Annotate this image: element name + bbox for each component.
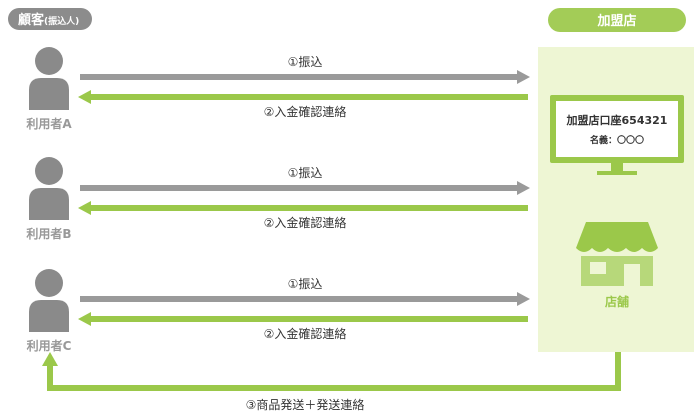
- user-c-label: 利用者C: [27, 338, 72, 353]
- customer-header: 顧客(振込人): [8, 8, 92, 30]
- monitor-screen: [556, 101, 678, 157]
- monitor-neck: [611, 163, 623, 171]
- svg-text:顧客(振込人): 顧客(振込人): [18, 12, 79, 28]
- ship-label: ③商品発送＋発送連絡: [246, 397, 365, 412]
- customer-title: 顧客: [18, 12, 45, 28]
- transfer-label-b: ①振込: [288, 166, 323, 180]
- confirm-label-a: ②入金確認連絡: [264, 104, 347, 119]
- account-monitor: 加盟店口座654321 名義：〇〇〇: [550, 95, 684, 175]
- confirm-label-c: ②入金確認連絡: [264, 326, 347, 341]
- user-c-icon: [29, 269, 69, 332]
- user-a-label: 利用者A: [26, 116, 72, 131]
- user-a-icon: [29, 47, 69, 110]
- transfer-arrow-b: [80, 181, 530, 195]
- monitor-stand: [597, 171, 637, 175]
- store-label: 店舗: [605, 294, 629, 309]
- monitor-account: 加盟店口座654321: [566, 113, 668, 127]
- transfer-label-a: ①振込: [288, 55, 323, 69]
- user-b-icon: [29, 157, 69, 220]
- ship-arrow: [42, 352, 621, 391]
- transfer-label-c: ①振込: [288, 277, 323, 291]
- transfer-arrow-a: [80, 70, 530, 84]
- merchant-pill: [548, 8, 686, 32]
- confirm-label-b: ②入金確認連絡: [264, 215, 347, 230]
- confirm-arrow-c: [78, 312, 528, 326]
- monitor-holder: 名義：〇〇〇: [590, 134, 644, 146]
- merchant-title: 加盟店: [596, 13, 636, 29]
- confirm-arrow-b: [78, 201, 528, 215]
- user-b: 利用者B: [26, 157, 72, 241]
- store-icon: [576, 222, 658, 286]
- confirm-arrow-a: [78, 90, 528, 104]
- user-c: 利用者C: [27, 269, 72, 353]
- customer-pill: [8, 8, 92, 30]
- user-a: 利用者A: [26, 47, 72, 131]
- user-b-label: 利用者B: [26, 226, 71, 241]
- transfer-arrow-c: [80, 292, 530, 306]
- customer-subtitle: (振込人): [44, 15, 79, 27]
- merchant-header: 加盟店: [548, 8, 686, 32]
